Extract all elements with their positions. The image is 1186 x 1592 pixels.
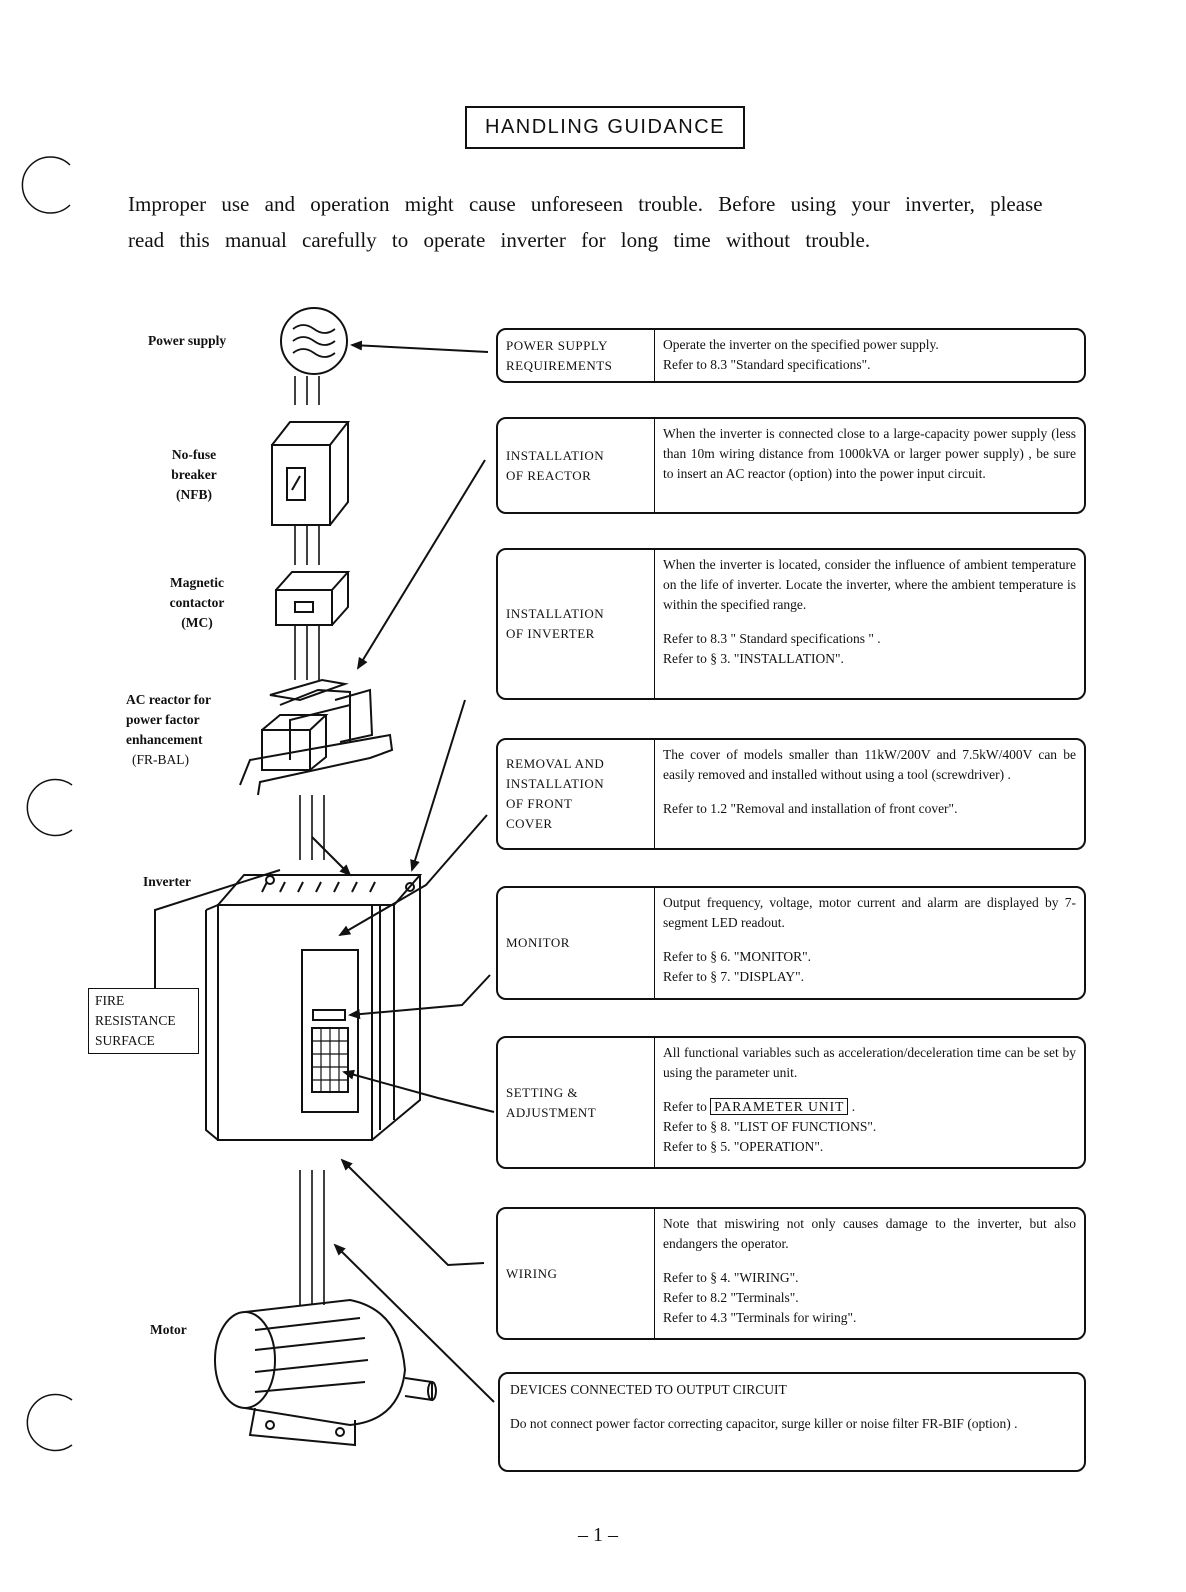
box-text: The cover of models smaller than 11kW/20…: [663, 747, 1076, 782]
box-heading: WIRING: [498, 1209, 655, 1338]
box-heading-line: OF REACTOR: [506, 467, 592, 483]
box-reference: Refer to 4.3 "Terminals for wiring".: [663, 1310, 857, 1325]
box-reference: Refer to § 3. "INSTALLATION".: [663, 651, 844, 666]
box-heading-line: OF FRONT: [506, 796, 573, 811]
inverter-icon: [205, 874, 423, 1141]
box-text: When the inverter is connected close to …: [663, 426, 1076, 481]
box-reference: Refer to PARAMETER UNIT .: [663, 1097, 1076, 1117]
box-heading-line: MONITOR: [506, 935, 570, 950]
label-power-supply: Power supply: [148, 333, 227, 348]
label-nfb-line: No-fuse: [171, 447, 217, 462]
box-text: All functional variables such as acceler…: [663, 1045, 1076, 1080]
box-heading: INSTALLATION OF INVERTER: [498, 550, 655, 698]
box-heading-line: REMOVAL AND: [506, 756, 605, 771]
box-text: Note that miswiring not only causes dama…: [663, 1216, 1076, 1251]
fire-surface-leader: [154, 869, 281, 988]
box-heading-line: SETTING &: [506, 1084, 579, 1100]
fire-label-line: RESISTANCE: [95, 1013, 176, 1028]
box-text: Do not connect power factor correcting c…: [510, 1416, 1018, 1431]
page-number: – 1 –: [578, 1524, 618, 1546]
box-heading: DEVICES CONNECTED TO OUTPUT CIRCUIT: [510, 1382, 787, 1397]
box-devices-output-circuit: DEVICES CONNECTED TO OUTPUT CIRCUIT Do n…: [498, 1372, 1086, 1472]
box-reference: Refer to 8.2 "Terminals".: [663, 1290, 799, 1305]
box-heading-line: ADJUSTMENT: [506, 1104, 597, 1120]
box-reference: Refer to § 4. "WIRING".: [663, 1270, 799, 1285]
box-reference: Refer to 1.2 "Removal and installation o…: [663, 801, 958, 816]
box-heading: SETTING & ADJUSTMENT: [498, 1038, 655, 1167]
label-nfb-line: (NFB): [176, 487, 212, 502]
box-body: All functional variables such as acceler…: [655, 1038, 1084, 1167]
box-reference: Refer to 8.3 "Standard specifications".: [663, 357, 871, 372]
arrows: [311, 340, 495, 1403]
punch-hole-top: [21, 156, 71, 214]
box-reference: Refer to § 8. "LIST OF FUNCTIONS".: [663, 1119, 877, 1134]
intro-paragraph: Improper use and operation might cause u…: [128, 192, 1043, 252]
box-heading-line: INSTALLATION: [506, 447, 605, 463]
box-heading-line: POWER SUPPLY: [506, 337, 608, 353]
box-heading: POWER SUPPLY REQUIREMENTS: [498, 330, 655, 381]
box-body: When the inverter is located, consider t…: [655, 550, 1084, 698]
nfb-breaker-icon: [271, 421, 351, 526]
box-heading-line: INSTALLATION: [506, 776, 605, 791]
label-nfb-line: breaker: [171, 467, 217, 482]
wiring-lines: [294, 376, 325, 1305]
box-setting-adjustment: SETTING & ADJUSTMENT All functional vari…: [496, 1036, 1086, 1169]
box-heading-line: REQUIREMENTS: [506, 357, 613, 373]
ac-reactor-icon: [239, 678, 394, 796]
label-mc-line: (MC): [181, 615, 213, 630]
power-supply-icon: [280, 307, 348, 375]
reference-prefix: Refer to: [663, 1099, 707, 1114]
punch-hole-bottom: [26, 1393, 73, 1452]
label-mc-line: contactor: [169, 595, 225, 610]
box-heading-line: INSTALLATION: [506, 606, 605, 621]
page-title: HANDLING GUIDANCE: [465, 106, 745, 149]
box-monitor: MONITOR Output frequency, voltage, motor…: [496, 886, 1086, 1000]
box-body: The cover of models smaller than 11kW/20…: [655, 740, 1084, 848]
box-power-supply: POWER SUPPLY REQUIREMENTS Operate the in…: [496, 328, 1086, 383]
box-body: DEVICES CONNECTED TO OUTPUT CIRCUIT Do n…: [500, 1374, 1084, 1470]
box-body: Note that miswiring not only causes dama…: [655, 1209, 1084, 1338]
label-motor: Motor: [150, 1322, 187, 1337]
punch-hole-middle: [26, 778, 73, 837]
parameter-unit-boxed-label: PARAMETER UNIT: [710, 1098, 849, 1115]
fire-label-line: SURFACE: [95, 1033, 155, 1048]
box-body: Output frequency, voltage, motor current…: [655, 888, 1084, 998]
box-front-cover: REMOVAL AND INSTALLATION OF FRONT COVER …: [496, 738, 1086, 850]
box-body: Operate the inverter on the specified po…: [655, 330, 1084, 381]
box-reference: Refer to § 6. "MONITOR".: [663, 949, 812, 964]
label-inverter: Inverter: [143, 874, 191, 889]
box-heading-line: COVER: [506, 816, 553, 831]
fire-label-line: FIRE: [95, 993, 125, 1008]
label-ac-reactor-line: power factor: [126, 712, 200, 727]
box-reference: Refer to 8.3 " Standard specifications "…: [663, 631, 881, 646]
box-heading-line: WIRING: [506, 1265, 558, 1281]
label-mc: Magnetic contactor (MC): [158, 573, 236, 633]
box-wiring: WIRING Note that miswiring not only caus…: [496, 1207, 1086, 1340]
box-installation-inverter: INSTALLATION OF INVERTER When the invert…: [496, 548, 1086, 700]
box-reference: Refer to § 7. "DISPLAY".: [663, 969, 805, 984]
box-heading: INSTALLATION OF REACTOR: [498, 419, 655, 512]
box-heading: REMOVAL AND INSTALLATION OF FRONT COVER: [498, 740, 655, 848]
box-heading: MONITOR: [498, 888, 655, 998]
label-ac-reactor-line: (FR-BAL): [132, 752, 189, 767]
box-text: When the inverter is located, consider t…: [663, 557, 1076, 612]
fire-resistance-surface-label: FIRE RESISTANCE SURFACE: [88, 988, 199, 1054]
label-mc-line: Magnetic: [170, 575, 224, 590]
label-nfb: No-fuse breaker (NFB): [165, 445, 223, 505]
box-heading-line: OF INVERTER: [506, 626, 595, 641]
label-ac-reactor: AC reactor for power factor enhancement …: [126, 690, 246, 770]
motor-icon: [214, 1298, 437, 1447]
box-installation-reactor: INSTALLATION OF REACTOR When the inverte…: [496, 417, 1086, 514]
label-ac-reactor-line: AC reactor for: [126, 692, 211, 707]
box-body: When the inverter is connected close to …: [655, 419, 1084, 512]
box-reference: Refer to § 5. "OPERATION".: [663, 1139, 824, 1154]
magnetic-contactor-icon: [275, 571, 351, 626]
box-text: Output frequency, voltage, motor current…: [663, 895, 1076, 930]
reference-suffix: .: [851, 1099, 856, 1114]
label-ac-reactor-line: enhancement: [126, 732, 203, 747]
box-text: Operate the inverter on the specified po…: [663, 337, 939, 352]
